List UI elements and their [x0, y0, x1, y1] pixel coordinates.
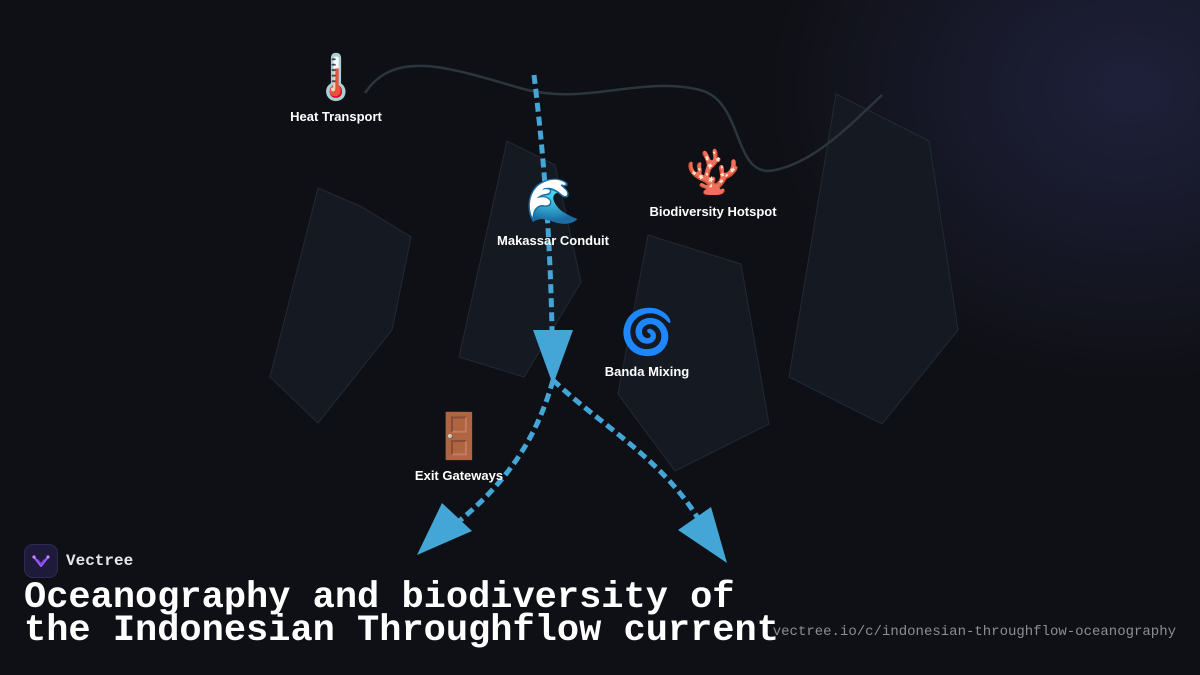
west-flow-arrowhead	[417, 503, 472, 555]
coral-icon: 🪸	[685, 147, 741, 198]
source-url[interactable]: vectree.io/c/indonesian-throughflow-ocea…	[772, 624, 1176, 640]
islands	[269, 93, 959, 472]
node-label: Exit Gateways	[414, 468, 504, 483]
node-banda-mixing: 🌀 Banda Mixing	[604, 307, 690, 380]
node-biodiversity-hotspot: 🪸 Biodiversity Hotspot	[649, 147, 777, 220]
node-label: Heat Transport	[290, 109, 382, 124]
island-right	[788, 93, 959, 425]
node-label: Banda Mixing	[604, 364, 690, 379]
brand-name: Vectree	[66, 552, 134, 570]
page-title: Oceanography and biodiversity of the Ind…	[24, 577, 779, 652]
node-makassar-conduit: 🌊 Makassar Conduit	[497, 176, 609, 249]
wave-line	[363, 64, 883, 173]
main-flow-path	[531, 74, 555, 331]
node-label: Biodiversity Hotspot	[649, 204, 777, 219]
water-wave-icon: 🌊	[525, 176, 581, 227]
east-flow-arrowhead	[678, 507, 727, 563]
node-exit-gateways: 🚪 Exit Gateways	[414, 411, 504, 484]
node-label: Makassar Conduit	[497, 233, 609, 248]
door-icon: 🚪	[431, 411, 487, 462]
main-flow-arrowhead	[533, 330, 573, 385]
brand: Vectree	[24, 544, 133, 578]
east-flow-path	[551, 378, 705, 527]
island-mid-right	[617, 234, 770, 472]
node-heat-transport: 🌡️ Heat Transport	[290, 52, 382, 125]
cyclone-icon: 🌀	[619, 307, 675, 358]
flow-arrows	[417, 74, 727, 563]
island-left	[269, 187, 412, 424]
vectree-logo-icon	[24, 544, 58, 578]
thermometer-icon: 🌡️	[308, 52, 364, 103]
